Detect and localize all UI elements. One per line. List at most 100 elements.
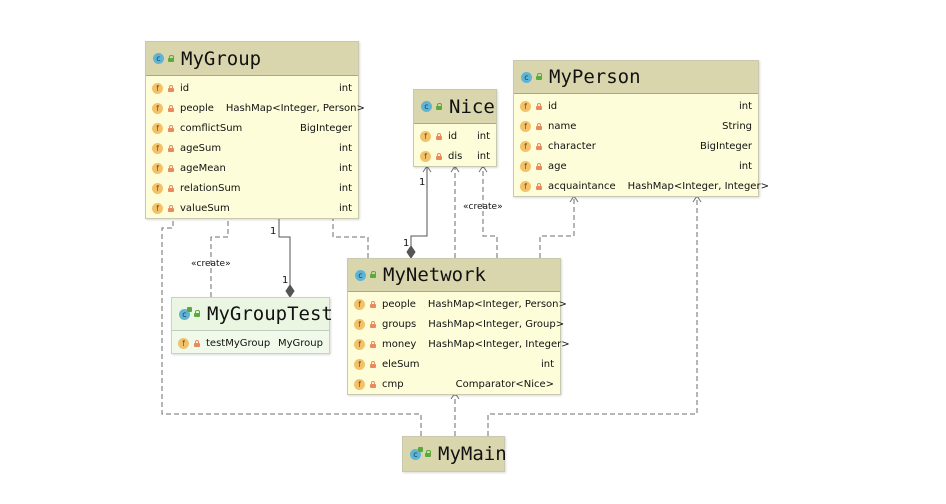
field-name: dis [448, 150, 463, 162]
field-type: Comparator<Nice> [455, 378, 554, 390]
class-name: MyGroup [181, 47, 262, 70]
field-icon: f [152, 142, 163, 154]
field-icon: f [354, 318, 365, 330]
class-header[interactable]: c MyGroupTest [172, 298, 333, 331]
class-header[interactable]: c MyPerson [514, 61, 758, 94]
composition-diamond [285, 284, 295, 298]
field-name: age [548, 160, 567, 172]
class-mynetwork[interactable]: c MyNetwork f people HashMap<Integer, Pers… [347, 258, 570, 395]
field-name: people [382, 298, 416, 310]
field-name: comflictSum [180, 122, 243, 134]
class-name: MyGroupTest [207, 303, 333, 325]
dependency-mynetwork-nice-create [482, 166, 498, 258]
field-icon: f [152, 82, 163, 94]
class-icon: c [153, 53, 164, 64]
run-badge-icon [187, 306, 192, 312]
private-lock-icon [370, 340, 376, 348]
field-type: int [476, 130, 490, 142]
dependency-mynetwork-mygroup [332, 213, 369, 258]
field-name: testMyGroup [206, 337, 271, 349]
multiplicity-label: 1 [282, 275, 289, 286]
public-icon [168, 54, 174, 62]
public-icon [370, 271, 376, 278]
field-icon: f [152, 182, 163, 194]
dependency-mymain-myperson [487, 196, 698, 436]
composition-mygrouptest-mygroup [278, 213, 291, 288]
field-type: String [722, 120, 752, 132]
field-type: int [338, 162, 352, 174]
field-name: valueSum [180, 202, 230, 214]
run-badge-icon [418, 446, 423, 452]
field-icon: f [152, 122, 163, 134]
field-icon: f [152, 202, 163, 214]
private-lock-icon [168, 164, 174, 172]
class-icon: c [421, 101, 432, 112]
create-label: «create» [463, 202, 503, 212]
field-type: HashMap<Integer, Person> [225, 102, 365, 114]
field-type: int [738, 160, 752, 172]
private-lock-icon [370, 360, 376, 368]
field-row[interactable]: f valueSum int [146, 198, 358, 218]
field-type: MyGroup [278, 337, 323, 349]
private-lock-icon [536, 122, 542, 130]
field-name: acquaintance [548, 180, 616, 192]
field-type: HashMap<Integer, Person> [427, 298, 567, 310]
field-type: int [338, 202, 352, 214]
field-icon: f [354, 338, 365, 350]
class-name: MyNetwork [383, 264, 486, 286]
class-icon: c [355, 269, 366, 281]
class-header[interactable]: c MyMain [403, 437, 507, 471]
field-name: id [548, 100, 558, 112]
field-name: people [180, 102, 214, 114]
field-type: int [338, 142, 352, 154]
field-row[interactable]: f dis int [414, 146, 496, 166]
private-lock-icon [536, 182, 542, 190]
private-lock-icon [168, 104, 174, 112]
field-icon: f [520, 120, 531, 132]
private-lock-icon [168, 204, 174, 212]
field-icon: f [152, 162, 163, 174]
field-icon: f [420, 150, 431, 162]
private-lock-icon [370, 300, 376, 308]
field-type: int [338, 82, 352, 94]
field-name: money [382, 338, 417, 350]
multiplicity-label: 1 [419, 177, 426, 188]
class-header[interactable]: c Nice [414, 90, 496, 124]
class-mymain[interactable]: c MyMain [402, 436, 507, 472]
field-type: int [476, 150, 490, 162]
field-type: HashMap<Integer, Group> [428, 318, 565, 330]
field-icon: f [420, 130, 431, 142]
composition-mynetwork-nice [410, 166, 428, 250]
class-header[interactable]: c MyGroup [146, 42, 358, 76]
class-header[interactable]: c MyNetwork [348, 259, 560, 292]
private-lock-icon [168, 144, 174, 152]
field-name: relationSum [180, 182, 241, 194]
public-icon [536, 73, 542, 80]
field-type: HashMap<Integer, Integer> [627, 180, 769, 192]
